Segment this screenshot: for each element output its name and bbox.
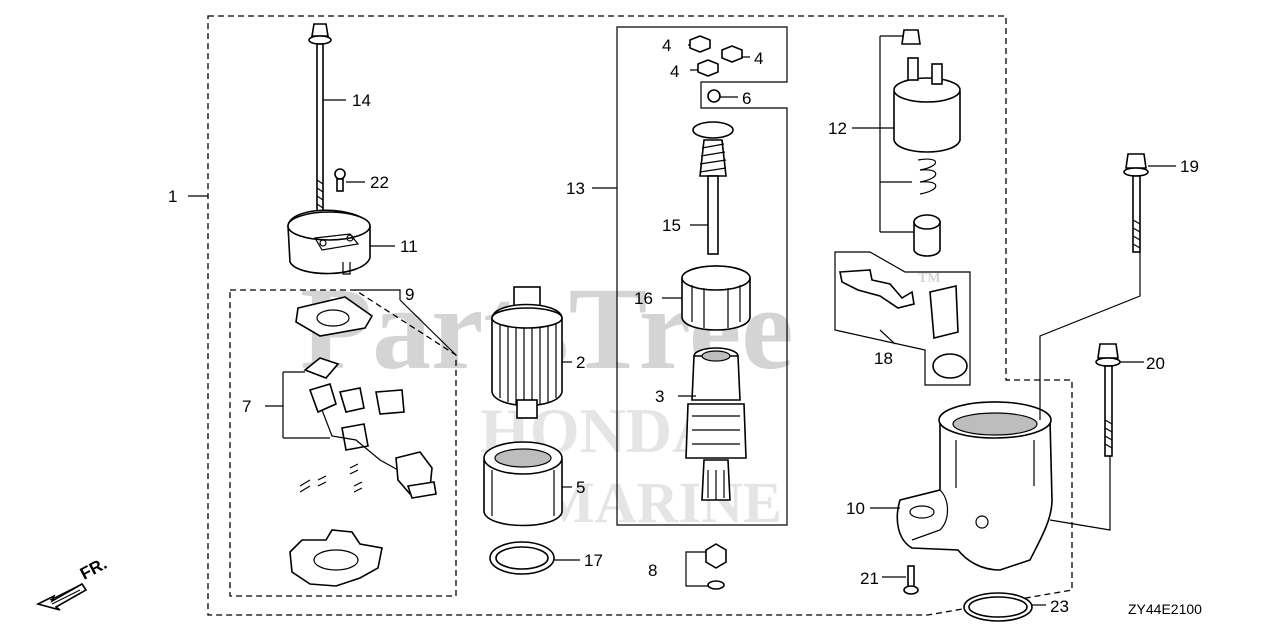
- washer-6: [707, 89, 721, 103]
- group-13-boundary: [616, 26, 788, 526]
- callout-20: 20: [1146, 354, 1165, 373]
- assembly-boundary: [207, 15, 1073, 616]
- callout-labels: 1 2 3 4 4 4 5 6 7 8 9 10 11 12 13 14 15 …: [168, 36, 1199, 616]
- callout-15: 15: [662, 216, 681, 235]
- front-direction-arrow-icon: FR.: [35, 554, 110, 611]
- brush-holder-plate: [295, 296, 374, 337]
- callout-10: 10: [846, 499, 865, 518]
- front-direction-label: FR.: [77, 554, 110, 584]
- brackets-18: [839, 269, 968, 379]
- callout-9: 9: [405, 285, 414, 304]
- solenoid-12: [893, 29, 961, 257]
- armature-2: [491, 286, 563, 419]
- callout-7: 7: [242, 397, 251, 416]
- callout-12: 12: [828, 119, 847, 138]
- o-ring-23: [963, 592, 1033, 622]
- callout-23: 23: [1050, 597, 1069, 616]
- brush-holder-7: [299, 357, 437, 499]
- end-cover-11: [287, 209, 371, 275]
- watermark-marine: MARINE: [540, 470, 782, 535]
- diagram-reference-code: ZY44E2100: [1128, 601, 1202, 617]
- bolt-21: [903, 565, 919, 595]
- callout-2: 2: [576, 353, 585, 372]
- pinion-clutch-3: [685, 347, 747, 501]
- group-18-boundary: [834, 251, 971, 386]
- callout-4c: 4: [670, 62, 679, 81]
- housing-10: [896, 401, 1053, 571]
- yoke-5: [483, 441, 563, 527]
- callout-3: 3: [655, 387, 664, 406]
- callout-14: 14: [352, 91, 371, 110]
- nut-washer-8: [705, 543, 727, 590]
- bolt-20: [1095, 343, 1121, 457]
- callout-8: 8: [648, 561, 657, 580]
- callout-16: 16: [634, 289, 653, 308]
- leader-lines: [188, 35, 1176, 606]
- callout-17: 17: [584, 551, 603, 570]
- callout-22: 22: [370, 173, 389, 192]
- brush-holder-base: [289, 529, 383, 587]
- callout-18: 18: [874, 349, 893, 368]
- callout-13: 13: [566, 179, 585, 198]
- screw-22: [334, 168, 346, 192]
- shaft-15: [692, 121, 734, 255]
- callout-6: 6: [742, 89, 751, 108]
- callout-5: 5: [576, 478, 585, 497]
- bolt-19: [1123, 153, 1149, 253]
- callout-4a: 4: [662, 36, 671, 55]
- callout-19: 19: [1180, 157, 1199, 176]
- callout-11: 11: [400, 237, 418, 256]
- watermark-tm: TM: [918, 271, 941, 286]
- callout-21: 21: [860, 569, 879, 588]
- callout-4b: 4: [754, 49, 763, 68]
- long-bolt-14: [308, 23, 332, 215]
- sleeve-16: [681, 265, 751, 331]
- callout-1: 1: [168, 187, 177, 206]
- nuts-4: [689, 35, 743, 77]
- ring-17: [489, 541, 555, 575]
- group-9-boundary: [229, 289, 457, 597]
